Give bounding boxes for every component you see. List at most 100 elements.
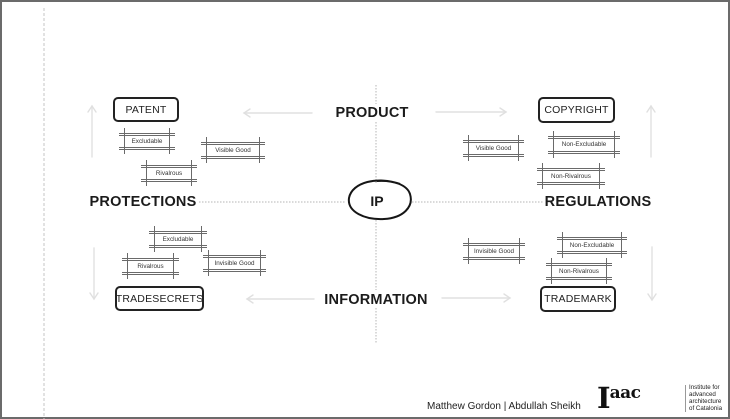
tag-patent-visible-good: Visible Good — [201, 137, 265, 163]
tag-tradesecrets-rivalrous: Rivalrous — [122, 253, 179, 279]
tag-sketch-line — [463, 245, 525, 246]
logo-subtitle-line: Institute for — [689, 384, 720, 391]
tag-text: Rivalrous — [137, 262, 164, 270]
tag-text: Excludable — [131, 137, 163, 145]
tag-sketch-line — [201, 158, 265, 159]
arrow-up-left-icon — [87, 104, 97, 158]
tag-sketch-line — [122, 258, 179, 259]
tag-sketch-line — [463, 154, 524, 155]
tag-sketch-line — [463, 257, 525, 258]
tag-text: Excludable — [162, 235, 194, 243]
tag-tradesecrets-invisible-good: Invisible Good — [203, 250, 266, 276]
tag-sketch-line — [518, 135, 519, 161]
tag-sketch-line — [463, 259, 525, 260]
tag-sketch-line — [621, 232, 622, 258]
authors-credit: Matthew Gordon | Abdullah Sheikh — [427, 401, 581, 412]
tag-sketch-line — [546, 265, 612, 266]
tag-sketch-line — [122, 274, 179, 275]
tag-sketch-line — [203, 257, 266, 258]
tag-sketch-line — [141, 181, 197, 182]
tag-sketch-line — [551, 258, 552, 284]
tag-sketch-line — [201, 156, 265, 157]
tag-sketch-line — [537, 168, 605, 169]
tag-sketch-line — [203, 271, 266, 272]
logo-mark-small: aac — [609, 383, 641, 403]
tag-sketch-line — [149, 231, 207, 232]
tag-sketch-line — [537, 182, 605, 183]
tag-sketch-line — [149, 245, 207, 246]
tag-text: Non-Excludable — [569, 241, 615, 249]
tag-sketch-line — [606, 258, 607, 284]
tag-sketch-line — [546, 277, 612, 278]
logo-separator — [685, 385, 686, 412]
tag-sketch-line — [463, 142, 524, 143]
tag-sketch-line — [149, 247, 207, 248]
arrow-left-product-icon — [242, 108, 313, 118]
iaac-logo: Iaac — [597, 381, 641, 415]
tag-sketch-line — [553, 131, 554, 158]
tag-sketch-line — [548, 153, 620, 154]
tag-copyright-non-rivalrous: Non-Rivalrous — [537, 163, 605, 189]
arrow-left-information-icon — [245, 294, 315, 304]
tag-sketch-line — [119, 149, 175, 150]
ip-label: IP — [370, 193, 384, 209]
tag-sketch-line — [546, 263, 612, 264]
logo-subtitle-line: advanced — [689, 391, 716, 398]
tag-sketch-line — [519, 238, 520, 264]
tag-sketch-line — [468, 238, 469, 264]
tag-sketch-line — [463, 243, 525, 244]
tag-sketch-line — [548, 151, 620, 152]
tag-sketch-line — [548, 136, 620, 137]
box-patent: PATENT — [113, 97, 179, 122]
box-tradesecrets: TRADESECRETS — [115, 286, 204, 311]
tag-sketch-line — [203, 269, 266, 270]
tag-sketch-line — [463, 140, 524, 141]
logo-mark-big: I — [597, 381, 611, 415]
tag-copyright-visible-good: Visible Good — [463, 135, 524, 161]
tag-sketch-line — [548, 138, 620, 139]
tag-sketch-line — [542, 163, 543, 189]
tag-sketch-line — [122, 260, 179, 261]
tag-sketch-line — [173, 253, 174, 279]
tag-text: Invisible Good — [214, 259, 255, 267]
tag-text: Visible Good — [215, 146, 251, 154]
tag-sketch-line — [201, 142, 265, 143]
tag-sketch-line — [122, 272, 179, 273]
tag-sketch-line — [124, 128, 125, 154]
tag-text: Non-Rivalrous — [559, 267, 599, 275]
tag-sketch-line — [208, 250, 209, 276]
tag-sketch-line — [127, 253, 128, 279]
tag-text: Visible Good — [475, 144, 512, 152]
tag-sketch-line — [537, 184, 605, 185]
axis-label-product: PRODUCT — [333, 105, 411, 121]
tag-text: Non-Excludable — [561, 141, 607, 148]
tag-sketch-line — [119, 135, 175, 136]
box-copyright: COPYRIGHT — [538, 97, 615, 123]
tag-trademark-invisible-good: Invisible Good — [463, 238, 525, 264]
tag-trademark-non-rivalrous: Non-Rivalrous — [546, 258, 612, 284]
tag-sketch-line — [562, 232, 563, 258]
logo-subtitle: Institute for advanced architecture of C… — [689, 384, 722, 412]
tag-sketch-line — [141, 179, 197, 180]
tag-sketch-line — [206, 137, 207, 163]
tag-sketch-line — [149, 233, 207, 234]
tag-tradesecrets-excludable: Excludable — [149, 226, 207, 252]
tag-sketch-line — [201, 144, 265, 145]
tag-sketch-line — [614, 131, 615, 158]
axis-label-information: INFORMATION — [322, 292, 430, 308]
tag-sketch-line — [191, 160, 192, 186]
arrow-down-left-icon — [89, 247, 99, 301]
tag-sketch-line — [557, 253, 627, 254]
tag-sketch-line — [557, 251, 627, 252]
tag-sketch-line — [119, 147, 175, 148]
tag-sketch-line — [546, 279, 612, 280]
tag-sketch-line — [203, 255, 266, 256]
tag-sketch-line — [141, 165, 197, 166]
tag-sketch-line — [146, 160, 147, 186]
tag-sketch-line — [169, 128, 170, 154]
tag-patent-excludable: Excludable — [119, 128, 175, 154]
tag-sketch-line — [154, 226, 155, 252]
tag-trademark-non-excludable: Non-Excludable — [557, 232, 627, 258]
